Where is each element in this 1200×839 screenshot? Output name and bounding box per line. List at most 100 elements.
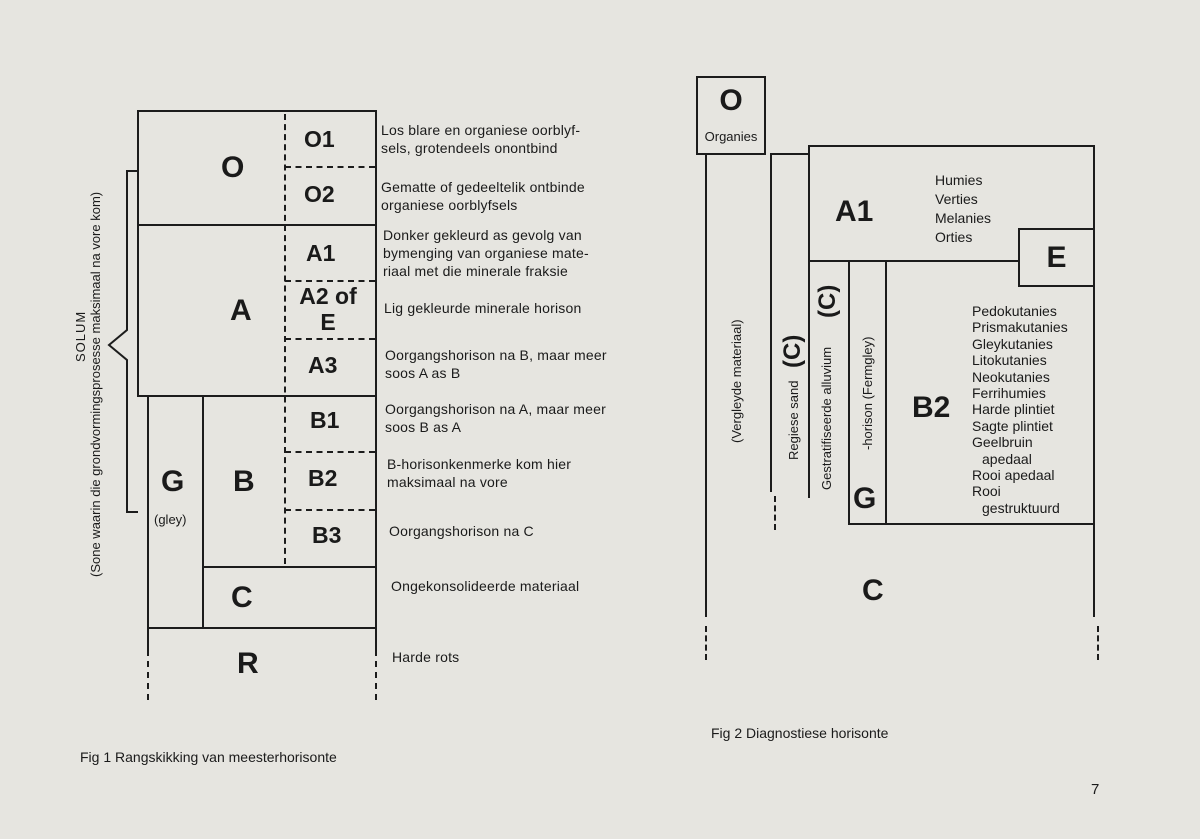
regiese-left-edge — [770, 153, 772, 492]
subhorizon-a2-line1: A2 of — [299, 283, 357, 309]
regiese-label: Regiese sand — [786, 380, 801, 461]
column-left-lower-edge — [147, 395, 149, 650]
regiese-continuation — [774, 496, 776, 530]
g-right-edge — [885, 262, 887, 525]
gestrat-label: Gestratifiseerde alluvium — [819, 346, 834, 490]
desc-o1: Los blare en organiese oorblyf- sels, gr… — [381, 121, 635, 157]
subhorizon-b1: B1 — [310, 407, 340, 433]
b2-list-item: Ferrihumies — [972, 385, 1046, 402]
column-right-edge — [375, 110, 377, 650]
subhorizon-a1: A1 — [306, 240, 336, 266]
subhorizon-b2: B2 — [308, 465, 338, 491]
fig1-caption: Fig 1 Rangskikking van meesterhorisonte — [80, 749, 337, 765]
subhorizon-a2-line2: E — [320, 309, 336, 335]
boundary-b-c — [204, 566, 377, 568]
desc-a2: Lig gekleurde minerale horison — [384, 300, 582, 316]
fig2-horizon-o: O — [719, 84, 743, 117]
b2-list-item: Rooi — [972, 483, 1001, 500]
vergleyde-continuation — [705, 626, 707, 660]
column-left-edge — [137, 110, 139, 397]
desc-b1: Oorgangshorison na A, maar meer soos B a… — [385, 400, 635, 436]
subhorizon-b3: B3 — [312, 522, 342, 548]
fig2-horizon-b2: B2 — [912, 391, 951, 424]
fig2-horizon-e: E — [1046, 241, 1067, 274]
fig2-right-continuation — [1097, 626, 1099, 660]
regiese-top-edge — [770, 153, 810, 155]
fig2-right-edge — [1093, 145, 1095, 617]
desc-a1: Donker gekleurd as gevolg van bymenging … — [383, 226, 631, 280]
desc-a3-line2: soos A as B — [385, 365, 461, 381]
gestrat-c-label: (C) — [814, 284, 841, 318]
subhorizon-a3: A3 — [308, 352, 338, 378]
vergleyde-left-edge — [705, 153, 707, 617]
desc-b3: Oorgangshorison na C — [389, 523, 534, 539]
b2-list-item: Gleykutanies — [972, 335, 1053, 352]
boundary-a-b — [137, 395, 377, 397]
b2-list-item: apedaal — [982, 450, 1032, 467]
a1-list: Humies Verties Melanies Orties — [935, 171, 991, 247]
a1-list-item: Humies — [935, 172, 983, 188]
desc-o2-line1: Gematte of gedeeltelik ontbinde — [381, 179, 585, 195]
horizon-a: A — [230, 294, 252, 327]
column-top-edge — [137, 110, 377, 112]
desc-a3: Oorgangshorison na B, maar meer soos A a… — [385, 346, 635, 382]
desc-r: Harde rots — [392, 649, 460, 665]
fig2-horizon-a1: A1 — [835, 195, 874, 228]
a1-list-item: Verties — [935, 191, 978, 207]
boundary-a2-a3 — [285, 338, 375, 340]
b2-list-item: Geelbruin — [972, 434, 1033, 451]
fig2-caption: Fig 2 Diagnostiese horisonte — [711, 725, 889, 741]
boundary-o-a — [137, 224, 377, 226]
b2-list-item: Litokutanies — [972, 352, 1047, 369]
fig2-horizon-c: C — [862, 574, 884, 607]
desc-o2-line2: organiese oorblyfsels — [381, 197, 518, 213]
r-right-continuation — [375, 650, 377, 700]
boundary-a1-a2 — [285, 280, 375, 282]
boundary-b1-b2 — [285, 451, 375, 453]
desc-o2: Gematte of gedeeltelik ontbinde organies… — [381, 178, 635, 214]
desc-b2: B-horisonkenmerke kom hier maksimaal na … — [387, 455, 633, 491]
b2-list-item: Rooi apedaal — [972, 467, 1055, 484]
b2-list-item: Harde plintiet — [972, 401, 1055, 418]
regiese-c-label: (C) — [779, 334, 806, 368]
g-left-edge — [848, 262, 850, 525]
desc-b2-line2: maksimaal na vore — [387, 474, 508, 490]
desc-b2-line1: B-horisonkenmerke kom hier — [387, 456, 572, 472]
desc-o1-line2: sels, grotendeels onontbind — [381, 140, 558, 156]
horizon-g-subtitle: (gley) — [154, 512, 187, 527]
b2-list-item: Pedokutanies — [972, 303, 1057, 319]
a1-list-item: Melanies — [935, 210, 992, 226]
desc-a3-line1: Oorgangshorison na B, maar meer — [385, 347, 607, 363]
a1-list-item: Orties — [935, 229, 973, 245]
organies-label: Organies — [704, 129, 758, 144]
horizon-o: O — [221, 151, 245, 184]
b2-list-item: gestruktuurd — [982, 499, 1060, 516]
fermgley-label: -horison (Fermgley) — [860, 336, 875, 450]
vergleyde-label: (Vergleyde materiaal) — [729, 319, 744, 443]
b2-list: Pedokutanies Prismakutanies Gleykutanies… — [972, 303, 1068, 516]
r-left-continuation — [147, 650, 149, 700]
divider-g-b — [202, 395, 204, 628]
fig2-horizon-g: G — [853, 482, 877, 515]
boundary-o1-o2 — [285, 166, 375, 168]
desc-a1-line1: Donker gekleurd as gevolg van — [383, 227, 582, 243]
a1-top-edge — [808, 145, 1095, 147]
subhorizon-o2: O2 — [304, 181, 335, 207]
b2-list-item: Neokutanies — [972, 368, 1050, 385]
gestrat-left-edge — [808, 145, 810, 498]
desc-a1-line3: riaal met die minerale fraksie — [383, 263, 568, 279]
b2-list-item: Prismakutanies — [972, 319, 1068, 336]
horizon-r: R — [237, 647, 259, 680]
horizon-c: C — [231, 581, 253, 614]
desc-c: Ongekonsolideerde materiaal — [391, 578, 580, 594]
page-number: 7 — [1091, 781, 1100, 798]
desc-b1-line2: soos B as A — [385, 419, 462, 435]
b2-list-item: Sagte plintiet — [972, 417, 1053, 434]
boundary-c-r — [147, 627, 377, 629]
b2-bottom-edge — [848, 523, 1095, 525]
organies-box — [696, 76, 766, 155]
horizon-g: G — [161, 465, 185, 498]
a1-bottom-edge — [808, 260, 1020, 262]
desc-b1-line1: Oorgangshorison na A, maar meer — [385, 401, 606, 417]
desc-a1-line2: bymenging van organiese mate- — [383, 245, 589, 261]
